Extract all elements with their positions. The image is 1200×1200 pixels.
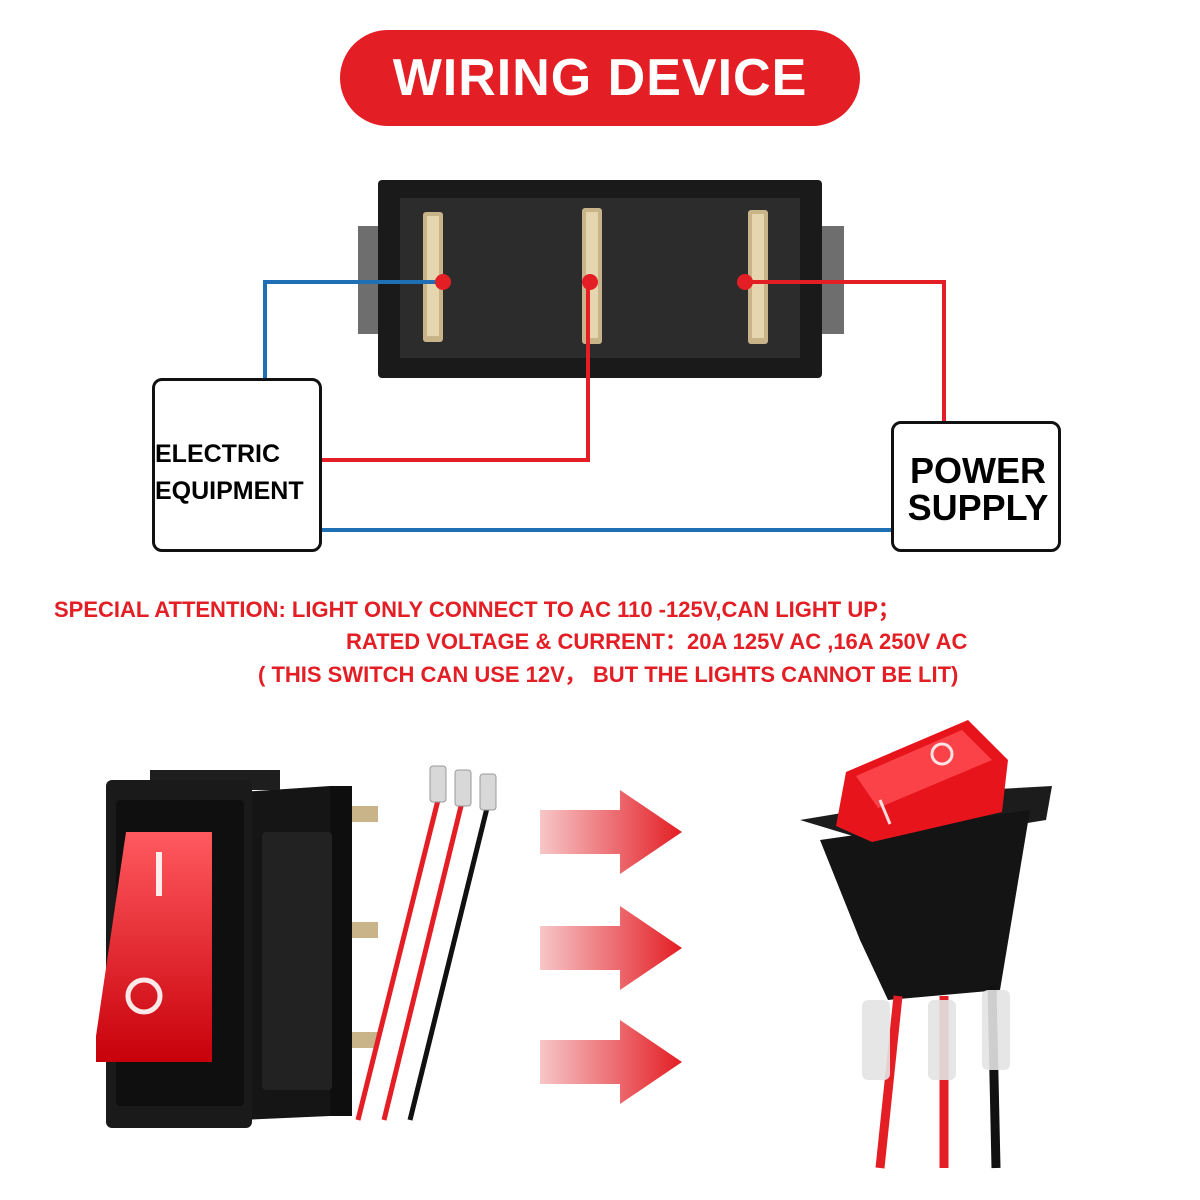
power-supply-label: POWER SUPPLY	[893, 452, 1063, 526]
wire-blue-top	[263, 280, 443, 380]
electric-equipment-box	[152, 378, 322, 552]
title-text: WIRING DEVICE	[392, 49, 808, 107]
wire-red-middle	[322, 282, 590, 462]
power-supply-line2: SUPPLY	[907, 487, 1049, 528]
rocker-switch-wired-icon	[800, 720, 1052, 1169]
terminal-left	[423, 212, 443, 342]
wire-leads-icon	[355, 765, 497, 1121]
power-supply-box	[891, 421, 1061, 552]
rocker-switch-front-icon	[96, 770, 378, 1128]
rating-note: RATED VOLTAGE & CURRENT：20A 125V AC ,16A…	[346, 629, 968, 654]
electric-equipment-line2: EQUIPMENT	[155, 477, 304, 505]
attention-note: SPECIAL ATTENTION: LIGHT ONLY CONNECT TO…	[54, 597, 900, 622]
connection-dot	[435, 274, 451, 290]
connection-dot	[582, 274, 598, 290]
right-arrow-icon	[540, 906, 682, 990]
title-banner	[340, 30, 860, 126]
12v-note: ( THIS SWITCH CAN USE 12V， BUT THE LIGHT…	[258, 662, 959, 687]
right-arrow-icon	[540, 790, 682, 874]
electric-equipment-line1: ELECTRIC	[155, 440, 280, 468]
electric-equipment-label: ELECTRIC EQUIPMENT	[155, 436, 325, 510]
right-arrow-icon	[540, 1020, 682, 1104]
connection-dot	[737, 274, 753, 290]
wire-red-right	[745, 280, 946, 421]
terminal-right	[748, 210, 768, 344]
power-supply-line1: POWER	[909, 450, 1046, 491]
